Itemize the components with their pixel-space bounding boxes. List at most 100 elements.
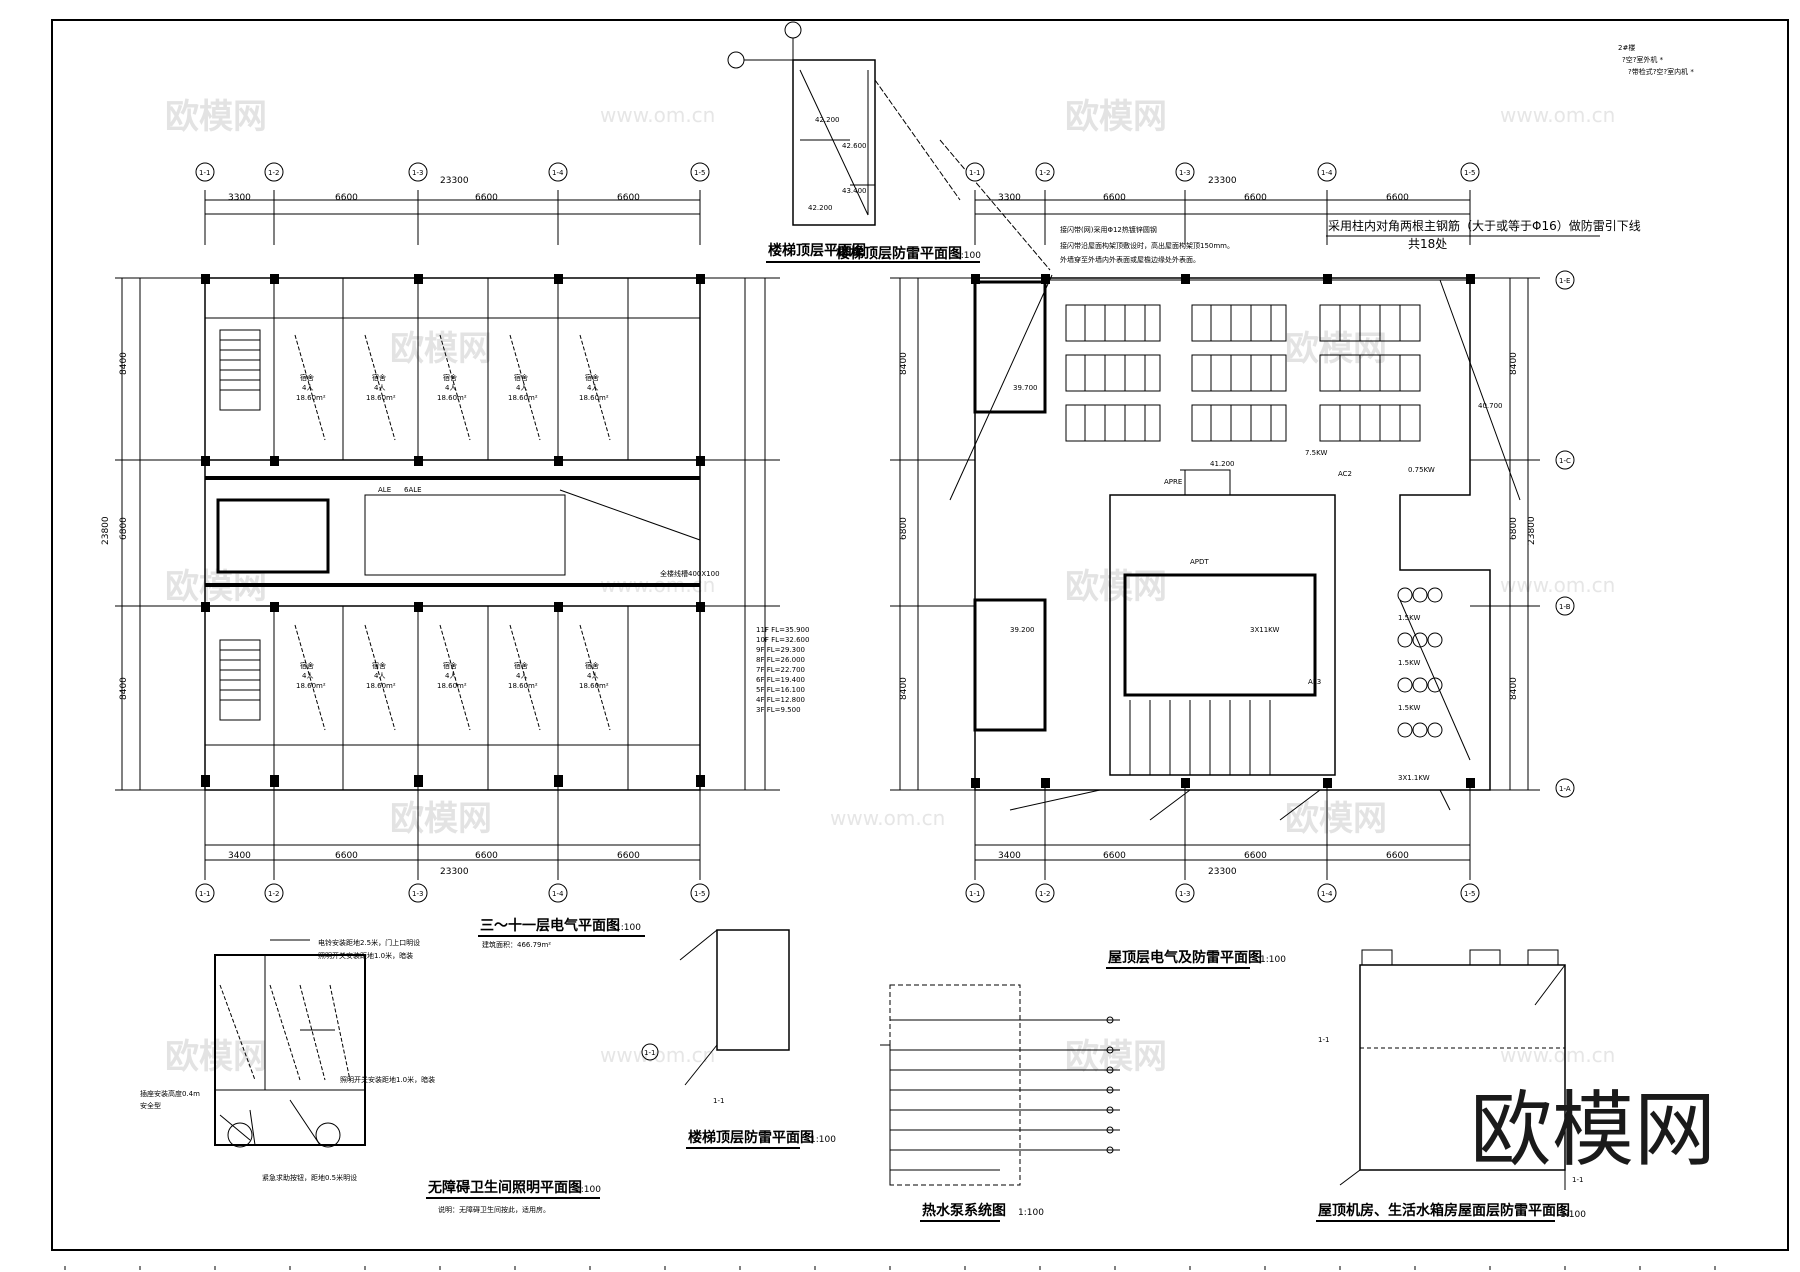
axis-bubbles-main <box>195 162 710 903</box>
pump-title-text: 热水泵系统图 <box>922 1202 1006 1219</box>
corner-note-line2: ?空?室外机 * <box>1622 55 1664 64</box>
svg-text:6F FL=19.400: 6F FL=19.400 <box>756 676 805 684</box>
svg-text:宿舍: 宿舍 <box>372 661 386 670</box>
solar-panel-array <box>1065 304 1421 442</box>
svg-text:1-5: 1-5 <box>1464 169 1475 177</box>
svg-text:1-3: 1-3 <box>1179 890 1190 898</box>
dimension-texts-main: 23300 3300 6600 6600 6600 3400 6600 6600… <box>101 176 640 877</box>
roof-title-text: 屋顶层电气及防雷平面图 <box>1108 949 1262 966</box>
dim-top-3: 6600 <box>475 193 498 203</box>
room-labels: 宿舍 4人 18.60m² 宿舍 4人 18.60m² 宿舍 4人 18.60m… <box>296 373 720 690</box>
stair-lightning-top-scale: 1:100 <box>955 251 981 261</box>
svg-text:6600: 6600 <box>1386 851 1409 861</box>
svg-text:18.60m²: 18.60m² <box>437 394 467 402</box>
roof-power-a: 7.5KW <box>1305 449 1327 457</box>
svg-text:18.60m²: 18.60m² <box>508 394 538 402</box>
dim-v-1: 8400 <box>119 352 129 375</box>
axis-bubbles-roof <box>965 162 1575 903</box>
roof-elev-a: 39.700 <box>1013 384 1038 392</box>
stair-lightning-top-title: 楼梯顶层防雷平面图 <box>836 245 962 262</box>
svg-text:宿舍: 宿舍 <box>585 661 599 670</box>
svg-text:4人: 4人 <box>302 672 313 680</box>
machine-room-title-scale: 1:100 <box>1560 1210 1586 1220</box>
accessible-title-scale: 1:100 <box>575 1185 601 1195</box>
svg-text:18.60m²: 18.60m² <box>508 682 538 690</box>
watermark-brand: 欧模网 <box>390 799 492 839</box>
roof-note-count: 共18处 <box>1408 237 1447 251</box>
brand-watermark: 欧模网 <box>1470 1083 1716 1178</box>
panel-label: 6ALE <box>404 486 422 494</box>
corner-note: 2#楼 ?空?室外机 * ?带检式?空?室内机 * <box>1618 43 1694 76</box>
watermark-url: www.om.cn <box>1500 103 1615 127</box>
svg-text:18.60m²: 18.60m² <box>437 682 467 690</box>
main-plan-scale: 1:100 <box>615 923 641 933</box>
roof-notes: 接闪带(网)采用Φ12热镀锌圆钢 接闪带沿屋面构架顶敷设时，高出屋面构架顶150… <box>1010 218 1641 782</box>
accessible-note: 说明：无障碍卫生间按此，适用房。 <box>438 1205 550 1214</box>
watermark-brand: 欧模网 <box>1285 329 1387 369</box>
watermark-brand: 欧模网 <box>1065 1037 1167 1077</box>
accessible-note-5: 安全型 <box>140 1101 161 1110</box>
corner-note-line3: ?带检式?空?室内机 * <box>1628 67 1694 76</box>
roof-title-scale: 1:100 <box>1260 955 1286 965</box>
svg-text:3F FL=9.500: 3F FL=9.500 <box>756 706 801 714</box>
svg-text:11F FL=35.900: 11F FL=35.900 <box>756 626 809 634</box>
dim-v-2: 6800 <box>119 517 129 540</box>
roof-panel: APRE <box>1164 478 1182 486</box>
svg-text:1.5KW: 1.5KW <box>1398 659 1420 667</box>
accessible-note-6: 紧急求助按钮，距地0.5米明设 <box>262 1173 357 1182</box>
stair-lightning-bottom-scale: 1:100 <box>810 1135 836 1145</box>
room-occupancy: 4人 <box>302 384 313 392</box>
svg-text:1-2: 1-2 <box>1039 169 1050 177</box>
dimension-texts-roof: 23300 3300 6600 6600 6600 3400 6600 6600… <box>899 176 1537 877</box>
svg-text:宿舍: 宿舍 <box>372 373 386 382</box>
column-markers <box>201 274 705 787</box>
watermark-brand: 欧模网 <box>1285 799 1387 839</box>
room-name: 宿舍 <box>300 373 314 382</box>
svg-text:1-2: 1-2 <box>268 169 279 177</box>
dim-top-2: 6600 <box>335 193 358 203</box>
svg-text:1-4: 1-4 <box>552 169 564 177</box>
svg-text:4人: 4人 <box>587 672 598 680</box>
svg-text:8400: 8400 <box>899 677 909 700</box>
stair-top-labels: 42.200 42.600 43.400 42.200 楼梯顶层平面图 楼梯顶层… <box>766 116 981 263</box>
room-area: 18.60m² <box>296 394 326 402</box>
svg-text:4人: 4人 <box>445 672 456 680</box>
roof-power-d: 1.5KW <box>1398 614 1420 622</box>
watermark-brand: 欧模网 <box>390 329 492 369</box>
svg-text:1-E: 1-E <box>1559 277 1570 285</box>
svg-text:宿舍: 宿舍 <box>514 661 528 670</box>
watermark-url: www.om.cn <box>1500 573 1615 597</box>
svg-text:23800: 23800 <box>1527 516 1537 545</box>
dim-bottom-1: 3400 <box>228 851 251 861</box>
watermark-brand: 欧模网 <box>1065 97 1167 137</box>
svg-text:1-C: 1-C <box>1559 457 1571 465</box>
svg-text:6600: 6600 <box>1103 193 1126 203</box>
svg-text:18.60m²: 18.60m² <box>366 682 396 690</box>
roof-note-detail2: 外墙穿至外墙内外表面或屋檐边缘处外表面。 <box>1060 255 1200 264</box>
watermark-url: www.om.cn <box>1500 1043 1615 1067</box>
svg-text:1-B: 1-B <box>1559 603 1571 611</box>
svg-text:宿舍: 宿舍 <box>443 373 457 382</box>
accessible-note-2: 照明开关安装距地1.0米，暗装 <box>318 951 413 960</box>
svg-text:8400: 8400 <box>1509 352 1519 375</box>
dim-top-4: 6600 <box>617 193 640 203</box>
dim-bottom-4: 6600 <box>617 851 640 861</box>
stair-top-title: 楼梯顶层平面图 <box>768 242 866 259</box>
pump-title-scale: 1:100 <box>1018 1208 1044 1218</box>
svg-text:1-4: 1-4 <box>552 890 564 898</box>
svg-text:1-2: 1-2 <box>268 890 279 898</box>
svg-text:23300: 23300 <box>1208 867 1237 877</box>
floor-level-list: 11F FL=35.900 10F FL=32.600 9F FL=29.300… <box>756 626 809 714</box>
accessible-title-text: 无障碍卫生间照明平面图 <box>427 1179 582 1196</box>
svg-text:4人: 4人 <box>587 384 598 392</box>
svg-text:18.60m²: 18.60m² <box>579 394 609 402</box>
svg-text:4人: 4人 <box>374 384 385 392</box>
roof-column-markers <box>971 274 1475 788</box>
axis-labels-main: 1-1 1-2 1-3 1-4 1-5 1-1 1-2 1-3 1-4 1-5 <box>199 169 705 898</box>
roof-panel: AL3 <box>1308 678 1321 686</box>
svg-text:1-1: 1-1 <box>969 169 980 177</box>
svg-text:4人: 4人 <box>445 384 456 392</box>
roof-plan <box>890 190 1540 880</box>
dim-total-top: 23300 <box>440 176 469 186</box>
